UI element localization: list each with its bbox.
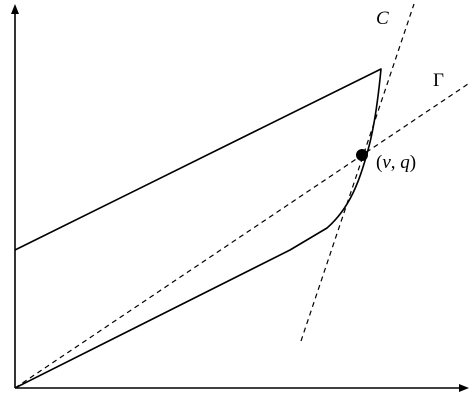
- label-point-vq: (v, q): [376, 152, 416, 173]
- region-boundary: [14, 68, 382, 389]
- axes: [11, 4, 469, 392]
- label-point-v: v: [382, 152, 391, 173]
- label-point-close-paren: ): [410, 152, 416, 173]
- label-point-open-paren: (: [376, 152, 382, 173]
- point-vq-marker: [356, 149, 368, 161]
- label-point-q: q: [400, 152, 410, 173]
- label-gamma: Γ: [433, 70, 444, 91]
- y-axis-arrowhead: [11, 4, 19, 14]
- label-c: C: [376, 8, 389, 29]
- label-point-separator: ,: [391, 152, 401, 173]
- x-axis-arrowhead: [459, 384, 469, 392]
- line-gamma: [14, 83, 469, 389]
